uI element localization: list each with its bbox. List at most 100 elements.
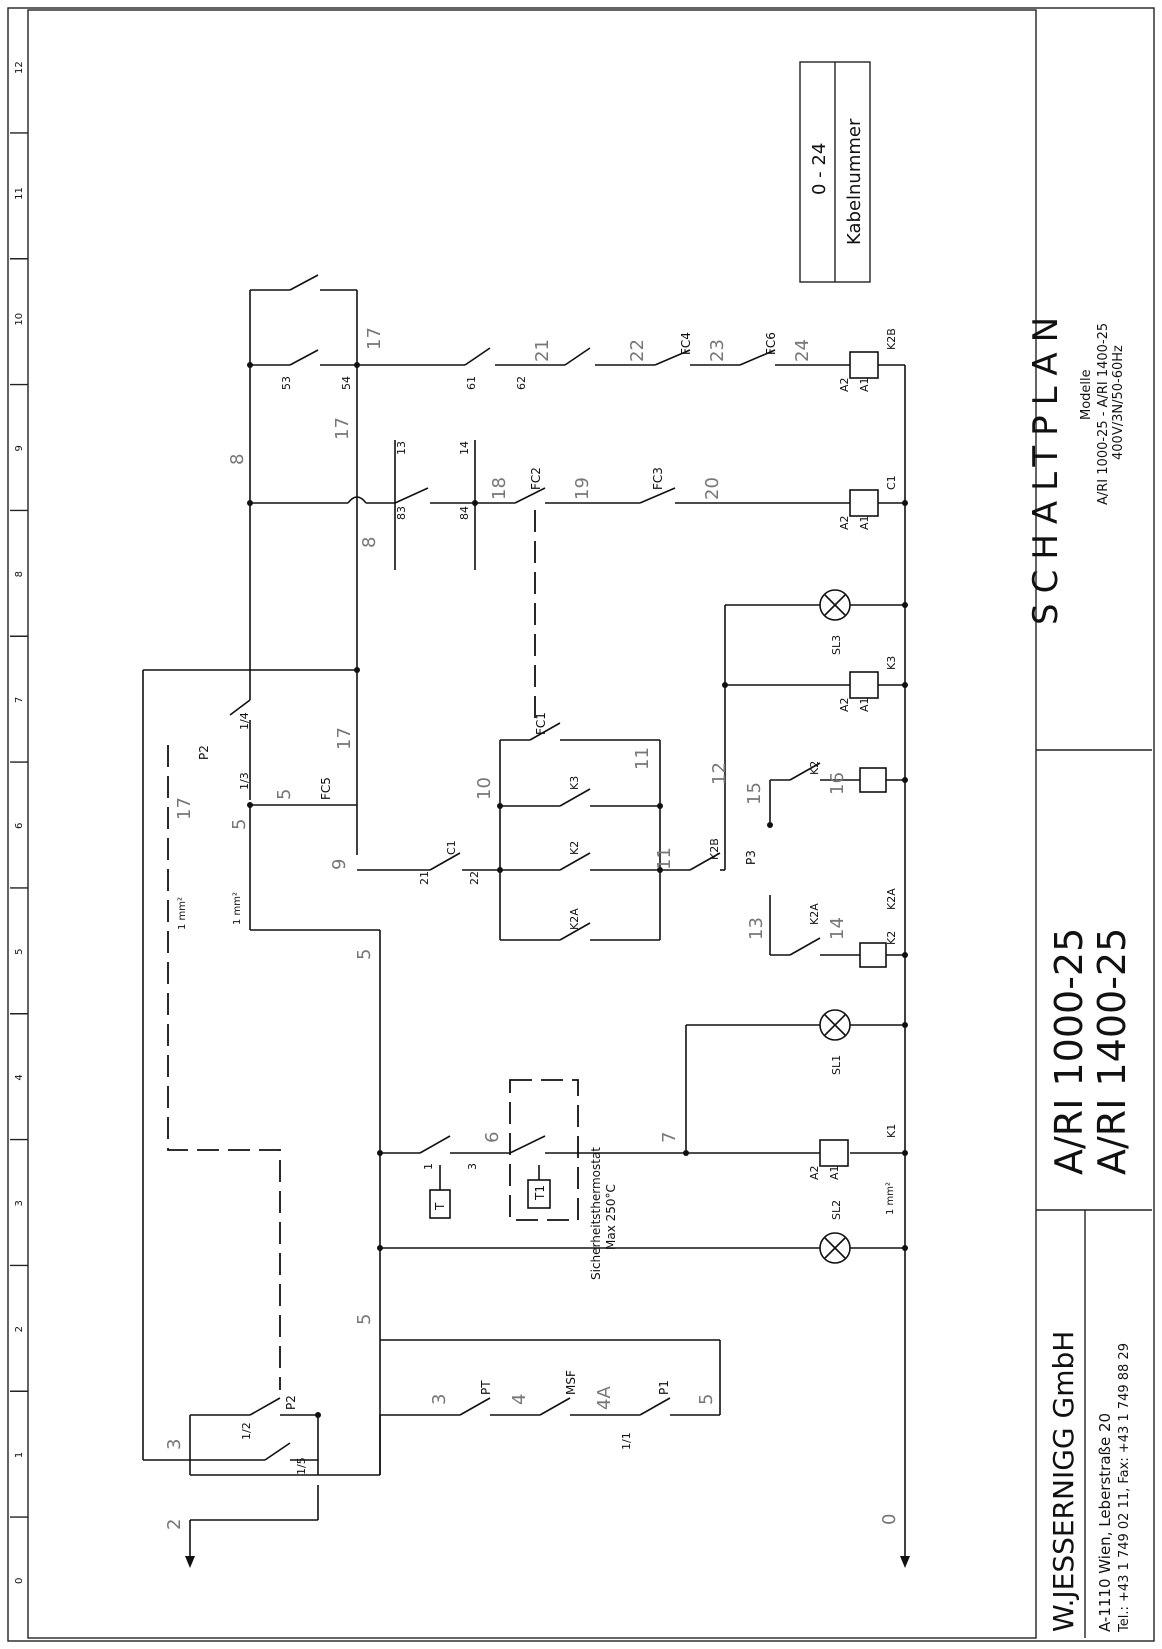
pin-83: 83 [395, 506, 408, 520]
pin-a1-c1: A1 [858, 515, 871, 530]
wire-4: 4 [509, 1394, 530, 1405]
section-1: 1 mm² [177, 897, 188, 930]
lamp-label-sl1: SL1 [830, 1055, 843, 1075]
wire-24: 24 [792, 339, 813, 362]
pin-1: 1 [422, 1163, 435, 1170]
device-msf: MSF [564, 1370, 578, 1395]
pin-1-5: 1/5 [295, 1457, 308, 1475]
wire-5d: 5 [229, 819, 250, 830]
wire-5a: 5 [696, 1394, 717, 1405]
pin-1-1: 1/1 [620, 1432, 633, 1450]
device-p2b: P2 [284, 1395, 298, 1410]
wire-11b: 11 [654, 847, 675, 870]
coil-k3: K3 [885, 656, 898, 670]
section-2: 1 mm² [232, 892, 243, 925]
wire-9: 9 [329, 859, 350, 870]
junction-dots [247, 362, 908, 1418]
wire-5c: 5 [354, 949, 375, 960]
wire-18: 18 [489, 477, 510, 500]
wire-5b: 5 [354, 1314, 375, 1325]
outer-frame [7, 7, 1155, 1642]
wire-17a: 17 [364, 327, 385, 350]
wire-10: 10 [474, 777, 495, 800]
wire-4a: 4A [594, 1386, 615, 1410]
pin-3: 3 [466, 1163, 479, 1170]
lamps [819, 589, 851, 1264]
device-p3: P3 [744, 850, 758, 865]
pin-a2-k3: A2 [838, 697, 851, 712]
ruler-tick-label: 10 [14, 313, 25, 326]
coil-k2a: K2A [885, 888, 898, 910]
wire-11a: 11 [632, 747, 653, 770]
model-name-1: A/RI 1000-25 [1047, 928, 1091, 1175]
ruler-tick-label: 6 [14, 823, 25, 829]
plan-title: SCHALTPLAN [1026, 307, 1066, 625]
device-p1: P1 [657, 1380, 671, 1395]
pin-a2-c1: A2 [838, 515, 851, 530]
ruler-tick-label: 12 [14, 61, 25, 74]
ruler-tick-label: 0 [14, 1578, 25, 1584]
wire-22: 22 [627, 339, 648, 362]
device-fc6: FC6 [764, 332, 778, 355]
device-fc4: FC4 [679, 332, 693, 355]
ruler-tick-label: 3 [14, 1200, 25, 1206]
ruler-tick-label: 9 [14, 445, 25, 451]
device-t: T [433, 1202, 447, 1211]
pin-62: 62 [515, 376, 528, 390]
pin-1-4: 1/4 [238, 712, 251, 730]
pin-13-c1: 13 [395, 441, 408, 455]
ruler-tick-label: 7 [14, 697, 25, 703]
pin-53: 53 [280, 376, 293, 390]
models-label: Modelle [1079, 369, 1094, 420]
drawing-frame [27, 9, 1037, 1639]
wire-15: 15 [744, 782, 765, 805]
wire-2: 2 [164, 1519, 185, 1530]
labels: 0 2 3 3 4 4A 5 5 5 5 5 6 7 8 8 9 10 11 1… [164, 327, 900, 1530]
pin-1-2: 1/2 [240, 1422, 253, 1440]
k3-contact-label: K3 [568, 776, 581, 790]
device-fc3: FC3 [651, 467, 665, 490]
pin-84: 84 [458, 506, 471, 520]
company-phone: Tel.: +43 1 749 02 11, Fax: +43 1 749 88… [1117, 1343, 1132, 1633]
ruler-tick-label: 8 [14, 571, 25, 577]
k2b-contact-label: K2B [708, 838, 721, 860]
wire-8a: 8 [227, 454, 248, 465]
coil-k2b: K2B [885, 328, 898, 350]
pin-1-3: 1/3 [238, 772, 251, 790]
ruler-tick-label: 5 [14, 948, 25, 954]
k2-contact-label: K2 [808, 761, 821, 775]
coil-k2: K2 [885, 931, 898, 945]
wire-17c: 17 [334, 727, 355, 750]
lamp-sl3 [819, 589, 851, 621]
wire-17d: 17 [174, 797, 195, 820]
ruler-tick-label: 4 [14, 1074, 25, 1080]
model-name-2: A/RI 1400-25 [1090, 928, 1134, 1175]
pin-21-c1: 21 [418, 871, 431, 885]
wire-17b: 17 [332, 417, 353, 440]
wiring [142, 274, 910, 1568]
pin-a1-k1: A1 [828, 1165, 841, 1180]
wire-13: 13 [746, 917, 767, 940]
k2a-contact2-label: K2A [568, 908, 581, 930]
thermostat-line1: Sicherheitsthermostat [589, 1147, 603, 1280]
wire-20: 20 [702, 477, 723, 500]
device-fc1: FC1 [534, 712, 548, 735]
ruler-tick-label: 11 [14, 187, 25, 200]
ruler-tick-label: 2 [14, 1326, 25, 1332]
pin-14-c1: 14 [458, 441, 471, 455]
lamp-label-sl3: SL3 [830, 635, 843, 655]
device-t1: T1 [533, 1185, 547, 1201]
device-fc2: FC2 [529, 467, 543, 490]
wire-23: 23 [707, 339, 728, 362]
supply-text: 400V/3N/50-60Hz [1111, 345, 1126, 460]
pin-61: 61 [465, 376, 478, 390]
device-p2a: P2 [197, 745, 211, 760]
title-block: SCHALTPLAN Modelle A/RI 1000-25 - A/RI 1… [1026, 307, 1152, 1638]
wire-6: 6 [482, 1132, 503, 1143]
ruler-tick-label: 1 [14, 1452, 25, 1458]
thermostat-line2: Max 250°C [604, 1184, 618, 1250]
wire-16: 16 [827, 772, 848, 795]
models-text: A/RI 1000-25 - A/RI 1400-25 [1096, 323, 1111, 505]
